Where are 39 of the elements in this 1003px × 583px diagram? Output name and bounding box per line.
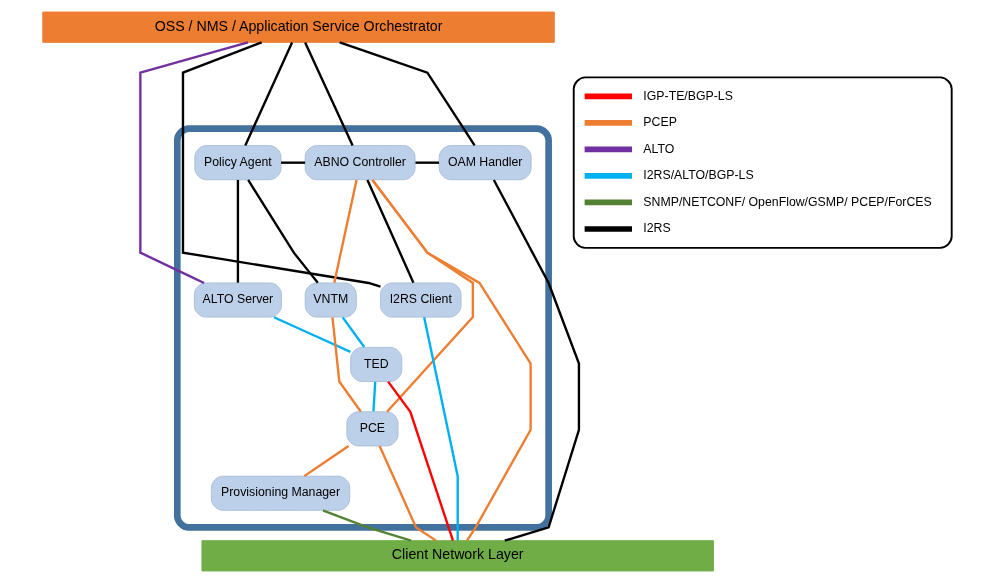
- connector: [333, 179, 358, 283]
- connector: [339, 41, 476, 147]
- node-box: OSS / NMS / Application Service Orchestrator: [42, 11, 555, 43]
- node-box: Policy Agent: [194, 145, 282, 181]
- connector: [372, 381, 377, 412]
- legend-label: PCEP: [643, 115, 677, 130]
- connector: [423, 316, 459, 541]
- connector: [492, 179, 581, 542]
- node-box: I2RS Client: [380, 282, 462, 318]
- connector: [366, 179, 415, 284]
- cluster: [174, 125, 552, 531]
- connector: [341, 316, 366, 348]
- node-box: OAM Handler: [438, 145, 532, 181]
- connector: [273, 316, 351, 353]
- connector: [244, 41, 294, 146]
- connector: [387, 380, 455, 541]
- node-box: VNTM: [304, 282, 357, 318]
- connector: [371, 179, 532, 542]
- legend-label: SNMP/NETCONF/ OpenFlow/GSMP/ PCEP/ForCES: [643, 194, 932, 209]
- connector: [304, 41, 354, 146]
- connector: [281, 161, 306, 164]
- connector: [181, 41, 381, 288]
- connector: [415, 161, 440, 164]
- connector: [378, 445, 437, 542]
- legend-label: I2RS: [643, 221, 671, 236]
- node-box: Provisioning Manager: [210, 475, 351, 511]
- legend-label: I2RS/ALTO/BGP-LS: [643, 168, 754, 183]
- node-box: ABNO Controller: [304, 145, 416, 181]
- connector: [236, 179, 240, 283]
- legend-label: ALTO: [643, 141, 675, 156]
- node-box: PCE: [346, 411, 399, 447]
- connector: [331, 317, 362, 413]
- node-box: ALTO Server: [193, 282, 282, 318]
- connector: [303, 445, 350, 478]
- connector: [247, 179, 319, 284]
- connector: [139, 41, 249, 285]
- node-box: TED: [350, 346, 403, 382]
- legend-label: IGP-TE/BGP-LS: [643, 88, 733, 103]
- node-box: Client Network Layer: [201, 540, 714, 572]
